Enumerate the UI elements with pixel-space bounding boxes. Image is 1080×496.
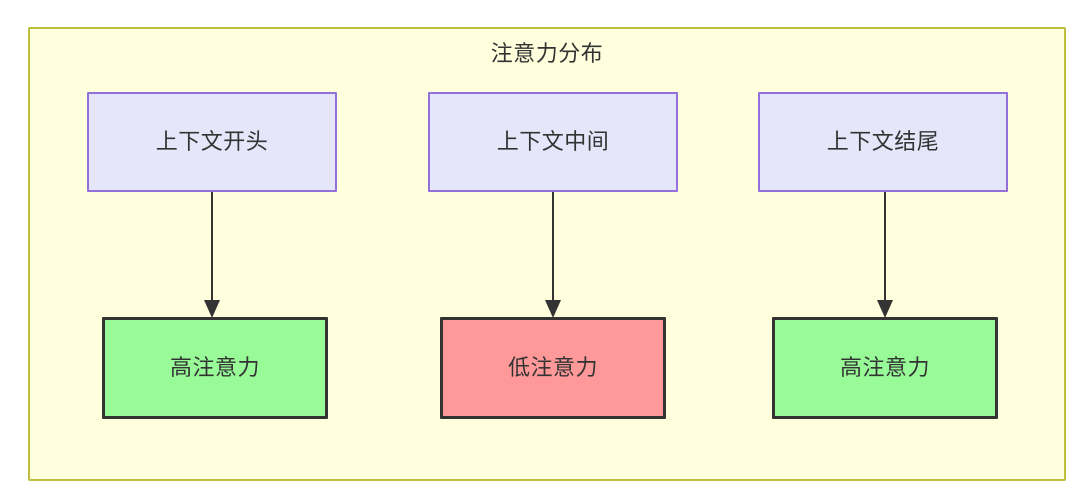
arrow-context-end-to-high-attention	[877, 192, 893, 318]
node-label: 高注意力	[169, 355, 260, 380]
node-context-start[interactable]: 上下文开头	[87, 92, 337, 192]
node-context-middle[interactable]: 上下文中间	[428, 92, 678, 192]
arrow-context-start-to-high-attention	[204, 192, 220, 318]
node-label: 上下文中间	[496, 129, 610, 154]
arrow-context-middle-to-low-attention	[545, 192, 561, 318]
node-context-end[interactable]: 上下文结尾	[758, 92, 1008, 192]
node-label: 上下文开头	[155, 129, 269, 154]
node-label: 低注意力	[507, 355, 598, 380]
node-low-attention-middle[interactable]: 低注意力	[440, 317, 666, 419]
node-label: 上下文结尾	[826, 129, 940, 154]
cluster-title: 注意力分布	[490, 41, 604, 66]
node-high-attention-start[interactable]: 高注意力	[102, 317, 328, 419]
node-high-attention-end[interactable]: 高注意力	[772, 317, 998, 419]
node-label: 高注意力	[839, 355, 930, 380]
